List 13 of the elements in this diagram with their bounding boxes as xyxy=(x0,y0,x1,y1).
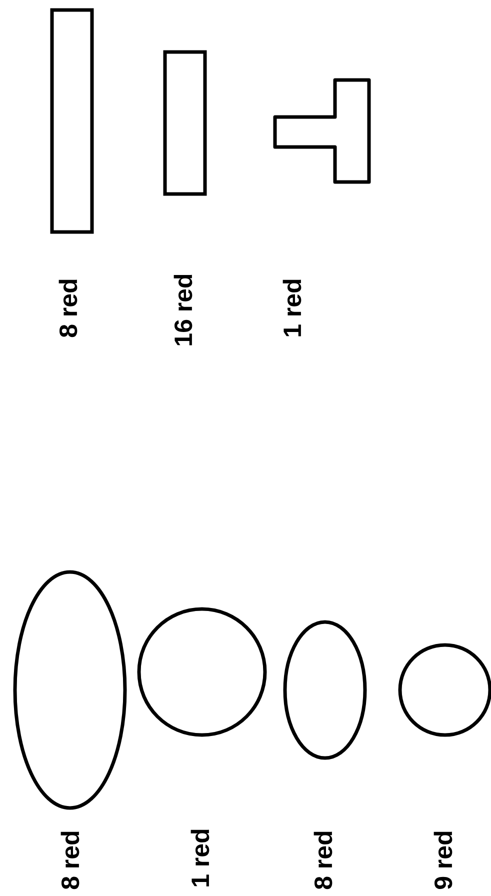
count-label: 9 red xyxy=(434,832,452,890)
t-shape xyxy=(273,78,371,184)
count-label: 16 red xyxy=(174,274,192,346)
count-label: 1 red xyxy=(282,280,302,336)
ellipse-shape xyxy=(13,570,127,810)
count-label: 8 red xyxy=(60,832,80,890)
count-label: 8 red xyxy=(314,832,332,890)
circle-shape xyxy=(137,607,267,737)
count-label: 8 red xyxy=(58,280,78,338)
ellipse-shape xyxy=(283,620,367,760)
rectangle-shape xyxy=(163,50,207,196)
rectangle-shape xyxy=(50,8,94,234)
count-label: 1 red xyxy=(190,830,210,886)
